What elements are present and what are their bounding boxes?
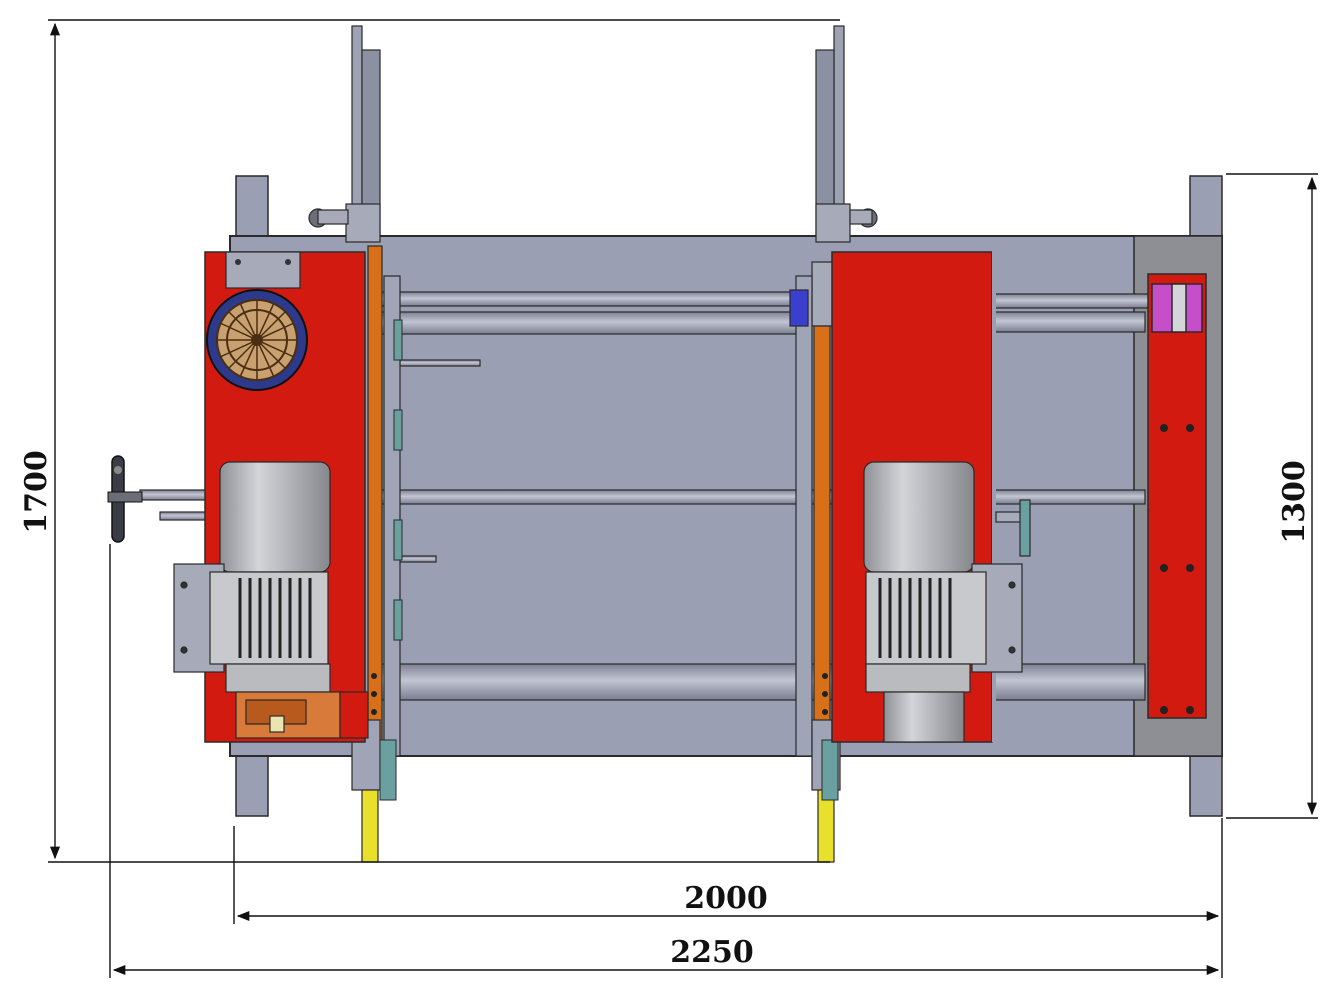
dimension-lines [48,19,1318,978]
column-bolts [1160,424,1194,714]
right-motor [863,461,1023,743]
motor-bracket [225,251,301,289]
left-gearbox [235,691,369,739]
dim-width-frame: 2000 [684,881,768,916]
dim-width-total: 2250 [670,935,754,970]
left-motor [173,461,331,693]
dim-height-total: 1700 [19,450,54,534]
right-red-column [1147,273,1207,719]
right-clamp [995,499,1031,557]
chain-details [379,319,839,801]
hand-wheel-icon[interactable] [107,455,143,543]
frame-legs [235,175,1223,817]
bolt-dots-right [822,673,828,715]
right-post [789,25,878,863]
motor-fan-icon [206,289,308,391]
bolt-dots-left [371,673,377,715]
right-housing-plate [992,246,996,742]
dim-height-frame: 1300 [1277,460,1312,544]
